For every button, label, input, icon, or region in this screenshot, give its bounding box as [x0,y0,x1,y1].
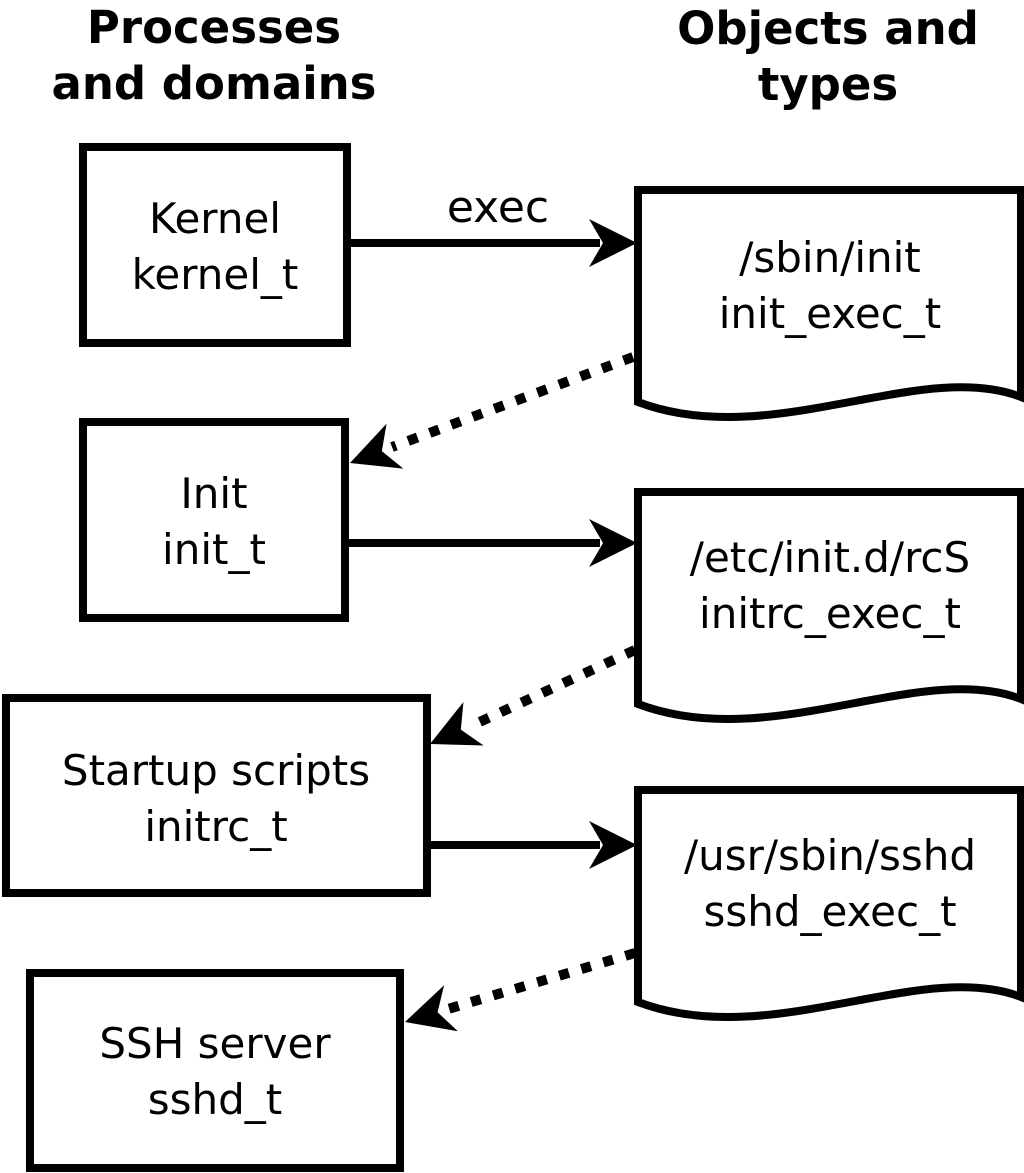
dotted-arrow-sshd-exec-to-sshd [405,948,637,1032]
dotted-arrow-init-exec-to-init [350,352,635,469]
object-type: sshd_exec_t [703,887,956,936]
header-right-line2: types [758,58,898,111]
dotted-arrow-initrc-exec-to-initrc [430,645,638,746]
process-name: Init [180,469,247,518]
process-box-rect [79,143,351,347]
header-left-line2: and domains [52,57,377,110]
header-right-line1: Objects and [677,2,979,55]
solid-arrow-kernel-to-sbin-init: exec [347,182,637,267]
arrowhead-icon [589,821,637,869]
document-shape [634,186,1024,421]
process-domain: kernel_t [132,250,299,299]
exec-label: exec [447,182,549,233]
object-path: /usr/sbin/sshd [684,831,976,880]
process-box-kernel: Kernel kernel_t [79,143,351,347]
process-box-rect [2,694,431,897]
object-doc-etc-initd-rcs: /etc/init.d/rcS initrc_exec_t [634,488,1024,723]
process-domain: initrc_t [144,802,287,851]
process-name: Startup scripts [62,746,370,795]
dotted-arrow-line [446,948,637,1014]
process-box-startup-scripts: Startup scripts initrc_t [2,694,431,897]
process-box-init: Init init_t [79,418,349,622]
object-path: /etc/init.d/rcS [690,533,970,582]
arrowhead-icon [350,423,404,469]
solid-arrow-initrc-to-sshd [427,821,637,869]
object-doc-sbin-init: /sbin/init init_exec_t [634,186,1024,421]
header-left-line1: Processes [87,1,341,54]
arrowhead-icon [589,219,637,267]
object-path: /sbin/init [739,233,921,282]
arrowhead-icon [405,985,458,1032]
document-shape [634,786,1024,1021]
solid-arrow-init-to-rcs [345,519,637,567]
object-doc-usr-sbin-sshd: /usr/sbin/sshd sshd_exec_t [634,786,1024,1021]
dotted-arrow-line [390,352,635,452]
document-shape [634,488,1024,723]
process-box-rect [79,418,349,622]
process-box-rect [26,969,404,1172]
process-name: Kernel [149,194,281,243]
arrowhead-icon [430,702,484,746]
process-domain: init_t [162,525,266,574]
header-processes-and-domains: Processes and domains [52,1,377,110]
object-type: initrc_exec_t [699,589,961,638]
arrowhead-icon [589,519,637,567]
dotted-arrow-line [468,645,638,731]
process-name: SSH server [99,1019,331,1068]
process-box-ssh-server: SSH server sshd_t [26,969,404,1172]
object-type: init_exec_t [719,289,942,338]
header-objects-and-types: Objects and types [677,2,979,111]
process-domain: sshd_t [148,1075,283,1124]
